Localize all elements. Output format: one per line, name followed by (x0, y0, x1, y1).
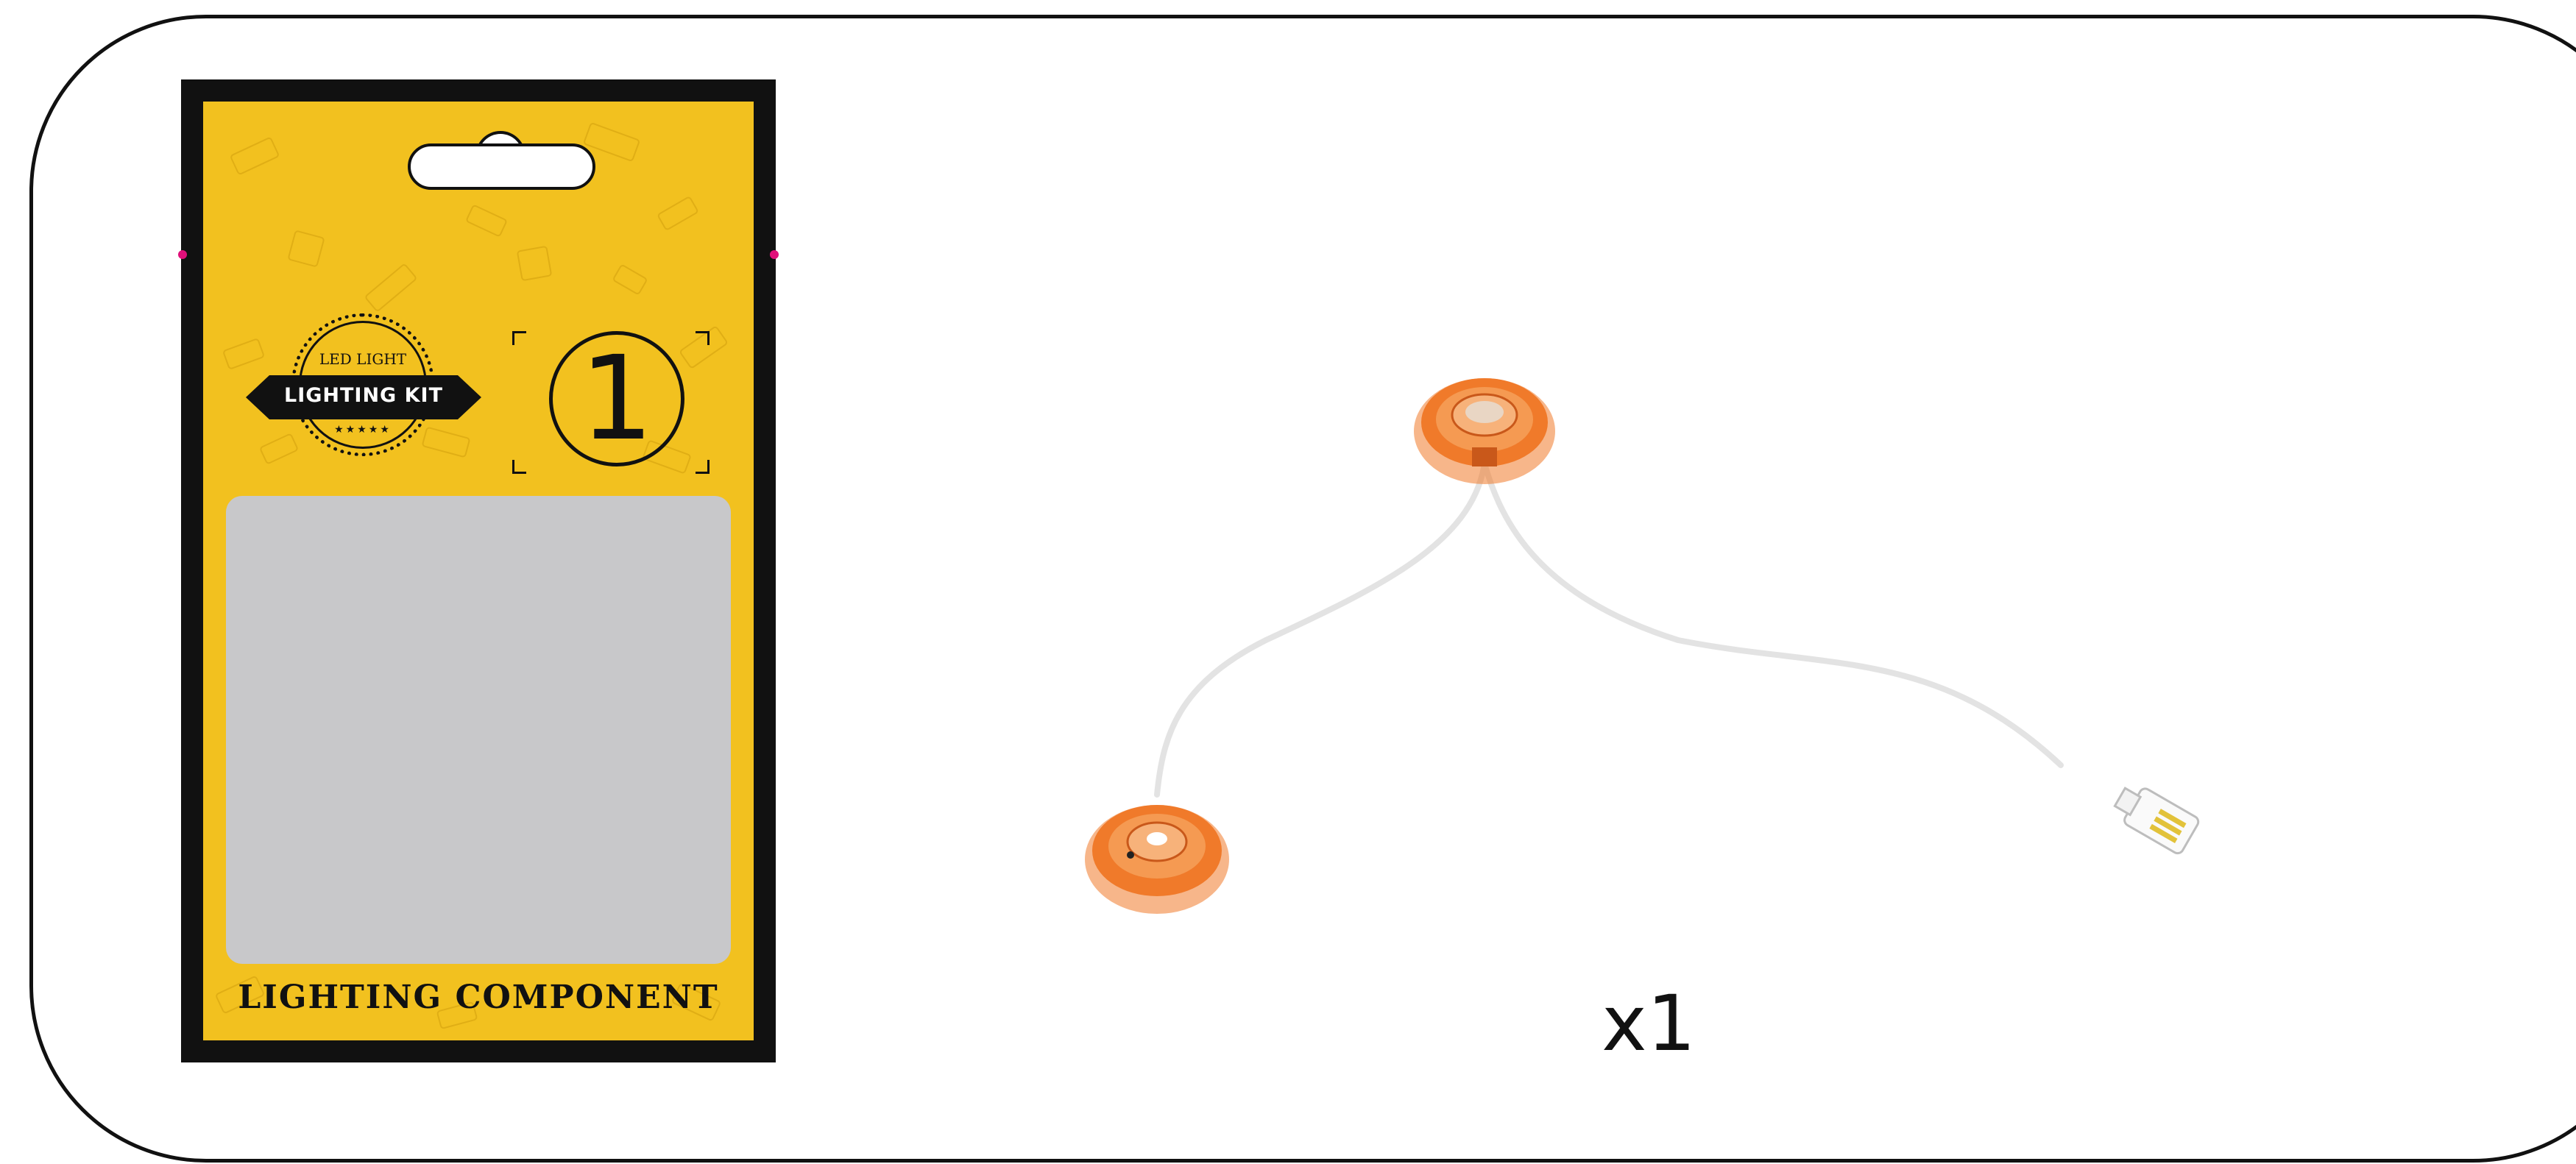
bag-number-badge: 1 (512, 331, 710, 474)
led-light-strip-illustration (1085, 378, 2200, 914)
brick-pattern (216, 123, 728, 1029)
bag-label: LIGHTING COMPONENT (238, 979, 719, 1016)
seal-ribbon-text: LIGHTING KIT (283, 384, 444, 407)
light-bulb-icon (1085, 805, 1229, 914)
seal-stars: ★★★★★ (334, 424, 392, 436)
seal-ribbon (246, 375, 481, 419)
wire-to-light-2 (1154, 461, 1487, 798)
wire-to-connector (1482, 461, 2064, 768)
plug-connector-icon (2113, 787, 2200, 855)
lighting-kit-seal: LED LIGHT LIGHTING KIT ★★★★★ (246, 313, 481, 468)
light-bulb-icon (1414, 378, 1555, 484)
seal-top-text: LED LIGHT (319, 350, 407, 368)
bag-window (226, 496, 731, 964)
hanger-hole (408, 143, 595, 190)
bag-front: LED LIGHT LIGHTING KIT ★★★★★ 1 LIGHTING … (203, 102, 754, 1040)
bag-pin-right (770, 250, 779, 259)
quantity-label: x1 (1602, 979, 1696, 1068)
bag-pin-left (178, 250, 187, 259)
bag-number: 1 (579, 331, 654, 466)
parts-bag: LED LIGHT LIGHTING KIT ★★★★★ 1 LIGHTING … (178, 79, 779, 1062)
